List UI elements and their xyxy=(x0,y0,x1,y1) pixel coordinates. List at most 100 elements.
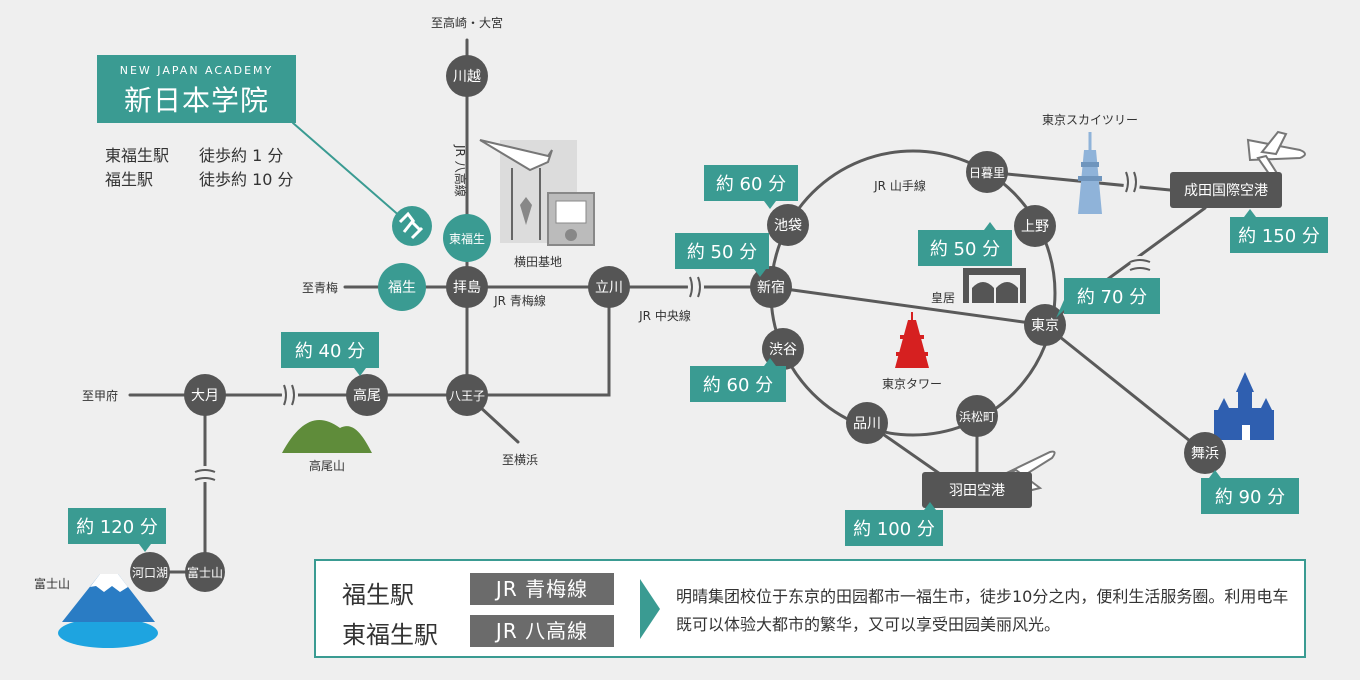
break-narita xyxy=(1129,259,1151,271)
time-badge-shinjuku: 約 50 分 xyxy=(675,233,769,277)
station-label: 上野 xyxy=(1021,219,1049,235)
station-ikebukuro: 池袋 xyxy=(767,204,809,246)
time-badge-label: 約 40 分 xyxy=(295,341,365,362)
badges: 約 60 分約 50 分約 50 分約 70 分約 150 分約 60 分約 9… xyxy=(68,165,1328,552)
info-arrow-icon xyxy=(640,579,660,639)
time-badge-label: 約 100 分 xyxy=(853,519,935,540)
tokyo-tower-icon xyxy=(895,312,929,368)
access-walk: 徒歩約 1 分 xyxy=(199,146,284,165)
station-label: 高尾 xyxy=(353,387,381,404)
box-haneda: 羽田空港 xyxy=(922,472,1032,508)
skytree-icon xyxy=(1078,132,1102,214)
narita-plane-icon xyxy=(1246,130,1306,179)
access-row: 福生駅徒歩約 10 分 xyxy=(105,166,294,190)
break-keisei xyxy=(1125,171,1137,193)
time-badge-label: 約 60 分 xyxy=(716,174,786,195)
station-marker xyxy=(1014,205,1056,247)
imperial-palace-icon xyxy=(963,268,1026,303)
station-label: 拝島 xyxy=(453,280,481,296)
station-hachioji: 八王子 xyxy=(446,374,488,416)
station-haijima: 拝島 xyxy=(446,266,488,308)
box-label: 羽田空港 xyxy=(949,483,1005,499)
line-keiyo xyxy=(1043,323,1207,455)
mount-fuji-icon xyxy=(58,574,158,648)
station-marker xyxy=(185,552,225,592)
station-hamamatsucho: 浜松町 xyxy=(956,395,998,437)
label-skytree: 東京スカイツリー xyxy=(1042,113,1138,127)
station-shibuya: 渋谷 xyxy=(762,328,804,370)
stations: 川越東福生福生拝島立川八王子高尾大月河口湖富士山新宿池袋渋谷日暮里上野東京浜松町… xyxy=(130,55,1226,592)
station-kawaguchiko: 河口湖 xyxy=(130,552,170,592)
time-badge-takao: 約 40 分 xyxy=(281,332,379,376)
station-shinagawa: 品川 xyxy=(846,402,888,444)
brand-box: NEW JAPAN ACADEMY 新日本学院 xyxy=(97,55,296,123)
break-fujikyu xyxy=(194,469,216,481)
station-marker xyxy=(443,214,491,262)
station-fujisan: 富士山 xyxy=(185,552,225,592)
label-to-takasaki: 至高崎・大宮 xyxy=(431,15,503,30)
station-label: 富士山 xyxy=(187,565,223,580)
station-label: 東福生 xyxy=(449,231,485,246)
station-takao: 高尾 xyxy=(346,374,388,416)
station-label: 福生 xyxy=(388,280,416,296)
info-line: JR 青梅線 xyxy=(470,573,614,605)
label-to-kofu: 至甲府 xyxy=(82,388,118,403)
station-marker xyxy=(750,266,792,308)
boxes: 羽田空港 成田国際空港 xyxy=(922,172,1282,508)
info-line: JR 八高線 xyxy=(470,615,614,647)
station-marker xyxy=(846,402,888,444)
station-label: 舞浜 xyxy=(1191,446,1219,462)
station-label: 品川 xyxy=(853,416,881,432)
station-maihama: 舞浜 xyxy=(1184,432,1226,474)
station-marker xyxy=(446,266,488,308)
station-label: 東京 xyxy=(1031,318,1059,334)
station-label: 河口湖 xyxy=(132,565,168,580)
station-tachikawa: 立川 xyxy=(588,266,630,308)
station-tokyo: 東京 xyxy=(1024,304,1066,346)
station-label: 大月 xyxy=(191,388,219,404)
station-marker xyxy=(130,552,170,592)
time-badge-ueno: 約 50 分 xyxy=(918,222,1012,266)
label-to-yokohama: 至横浜 xyxy=(502,453,538,467)
station-fussa: 福生 xyxy=(378,263,426,311)
label-tokyotower: 東京タワー xyxy=(882,377,942,391)
station-label: 浜松町 xyxy=(959,410,995,424)
box-label: 成田国際空港 xyxy=(1184,183,1268,199)
time-badge-label: 約 150 分 xyxy=(1238,226,1320,247)
info-description: 明晴集团校位于东京的田园都市一福生市，徒步10分之内，便利生活服务圈。利用电车既… xyxy=(676,587,1289,634)
access-row: 東福生駅徒歩約 1 分 xyxy=(105,142,283,166)
label-fujisan: 富士山 xyxy=(34,576,70,591)
school-pointer xyxy=(292,122,403,219)
label-kokyo: 皇居 xyxy=(931,291,955,305)
station-label: 八王子 xyxy=(449,389,485,403)
station-marker xyxy=(588,266,630,308)
station-marker xyxy=(956,395,998,437)
time-badge-label: 約 60 分 xyxy=(703,375,773,396)
time-badge-shibuya: 約 60 分 xyxy=(690,358,786,402)
info-station: 福生駅 xyxy=(342,581,414,609)
time-badge-ikebukuro: 約 60 分 xyxy=(704,165,798,209)
station-marker xyxy=(184,374,226,416)
time-badge-label: 約 90 分 xyxy=(1215,487,1285,508)
label-line-ome: JR 青梅線 xyxy=(493,293,546,308)
label-line-chuo: JR 中央線 xyxy=(638,308,691,323)
station-ueno: 上野 xyxy=(1014,205,1056,247)
station-marker xyxy=(762,328,804,370)
station-label: 立川 xyxy=(595,280,623,296)
station-label: 池袋 xyxy=(774,218,802,234)
school-logo-icon xyxy=(392,206,432,246)
station-marker xyxy=(1024,304,1066,346)
station-marker xyxy=(446,374,488,416)
station-label: 日暮里 xyxy=(969,166,1005,180)
brand-jp: 新日本学院 xyxy=(123,84,269,117)
station-otsuki: 大月 xyxy=(184,374,226,416)
label-line-hachiko: JR 八高線 xyxy=(453,144,468,197)
station-marker xyxy=(446,55,488,97)
station-marker xyxy=(378,263,426,311)
station-shinjuku: 新宿 xyxy=(750,266,792,308)
time-badge-haneda: 約 100 分 xyxy=(845,502,943,546)
yokota-base-icon xyxy=(479,139,595,246)
time-badge-label: 約 70 分 xyxy=(1077,287,1147,308)
station-marker xyxy=(767,204,809,246)
